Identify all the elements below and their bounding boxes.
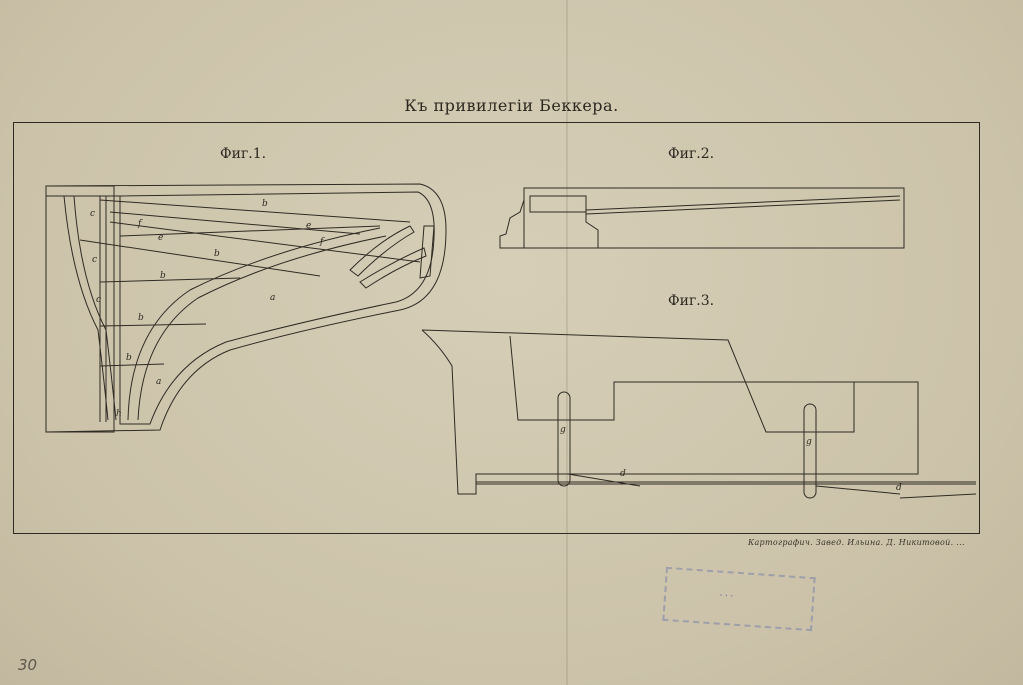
fig1-letter: b — [160, 271, 166, 281]
figure-1-letters: b c c c f e e f b b b b a a h — [90, 199, 325, 419]
fig1-letter: f — [137, 219, 143, 229]
figure-1-piano-frame — [45, 183, 447, 433]
fig1-opening-1 — [349, 225, 415, 277]
fig3-lever-left — [567, 473, 641, 487]
fig1-letter: b — [126, 353, 132, 363]
fig1-bar-b-4 — [99, 363, 165, 367]
fig3-post-g-left — [557, 391, 571, 487]
fig3-letter: d — [620, 469, 626, 479]
archive-number: 30 — [18, 656, 38, 674]
fig3-post-g-right — [803, 403, 817, 499]
fig1-letter: a — [156, 377, 161, 387]
fig1-diagonal-2 — [109, 221, 421, 263]
document-title: Къ привилегіи Беккера. — [404, 96, 619, 115]
fig1-letter: f — [319, 237, 325, 247]
fig3-lever-right — [815, 485, 901, 495]
fig1-letter: b — [214, 249, 220, 259]
fig1-letter: e — [158, 233, 163, 243]
fig1-letter: h — [116, 409, 122, 419]
fig1-bar-b-2 — [99, 277, 241, 283]
fig1-letter: b — [262, 199, 268, 209]
fig1-letter: c — [96, 295, 101, 305]
fig2-string-2 — [585, 199, 901, 215]
fig1-opening-2 — [359, 247, 427, 289]
library-stamp: ... — [662, 566, 816, 632]
fig3-upper-body — [421, 329, 855, 433]
fig1-bar-b-top — [99, 199, 411, 223]
fig1-letter: b — [138, 313, 144, 323]
fig3-letter: g — [806, 437, 812, 447]
fig3-case — [421, 329, 919, 495]
fig1-case-outline — [45, 183, 447, 433]
fig1-letter: a — [270, 293, 275, 303]
figure-3-label: Фиг.3. — [668, 293, 715, 309]
fig1-opening-3 — [419, 225, 435, 279]
fig2-end-block — [499, 199, 599, 249]
fig1-letter: c — [92, 255, 97, 265]
printer-credit: Картографич. Завед. Ильина. Д. Никитовой… — [748, 538, 965, 547]
fig2-string — [585, 195, 901, 211]
fig1-bent-strut-1 — [127, 227, 381, 421]
fig1-letter: e — [306, 221, 311, 231]
fig2-outline — [523, 187, 905, 249]
fig1-bar-b-3 — [99, 323, 207, 327]
figure-1-label: Фиг.1. — [220, 146, 267, 162]
figure-2-label: Фиг.2. — [668, 146, 715, 162]
fig1-brace-c-1 — [63, 195, 109, 421]
stamp-text: ... — [717, 588, 735, 600]
fig3-pedal-line — [899, 493, 977, 499]
fig2-mechanism — [529, 195, 587, 213]
paper-fold — [566, 0, 568, 685]
figure-2-section — [499, 187, 905, 249]
drawing-frame — [13, 122, 980, 534]
fig1-brace-c-2 — [73, 195, 117, 421]
fig1-bent-strut-2 — [137, 235, 387, 421]
fig1-letter: c — [90, 209, 95, 219]
fig1-diagonal-3 — [119, 225, 381, 237]
figure-3-section — [421, 329, 977, 499]
fig1-diagonal-1 — [79, 239, 321, 277]
fig1-diagonal-4 — [109, 211, 361, 235]
fig3-letter: g — [560, 425, 566, 435]
fig1-keybed — [45, 185, 115, 433]
fig3-letter: d — [896, 483, 902, 493]
figure-3-letters: g g d d — [560, 425, 902, 493]
